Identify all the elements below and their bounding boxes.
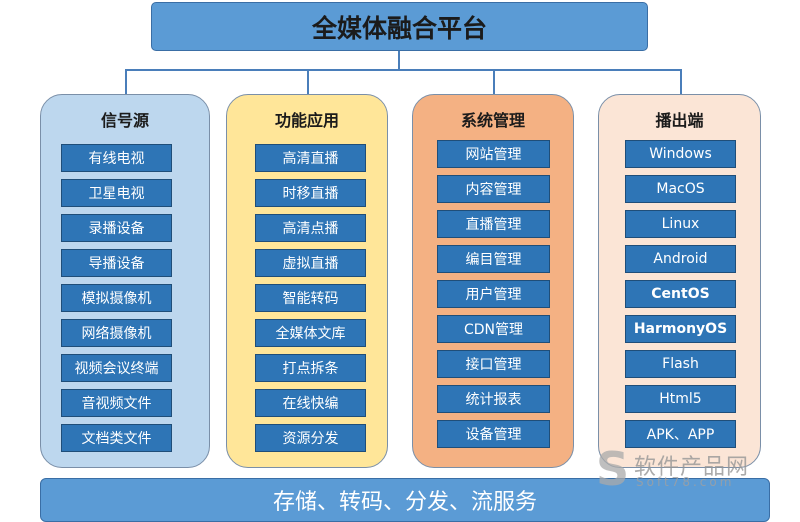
item-box: 智能转码: [255, 284, 366, 312]
item-box: CDN管理: [437, 315, 550, 343]
platform-title: 全媒体融合平台: [151, 2, 648, 51]
column-functions: 功能应用 高清直播 时移直播 高清点播 虚拟直播 智能转码 全媒体文库 打点拆条…: [226, 94, 388, 468]
item-box: APK、APP: [625, 420, 736, 448]
item-box: 文档类文件: [61, 424, 172, 452]
item-box: 接口管理: [437, 350, 550, 378]
item-box: 网络摄像机: [61, 319, 172, 347]
item-box: 统计报表: [437, 385, 550, 413]
column-title: 系统管理: [460, 111, 525, 130]
column-title: 功能应用: [274, 111, 339, 130]
column-title: 信号源: [100, 111, 149, 130]
watermark-letter: S: [596, 442, 630, 496]
item-box: 有线电视: [61, 144, 172, 172]
item-box: 用户管理: [437, 280, 550, 308]
column-signal-source: 信号源 有线电视 卫星电视 录播设备 导播设备 模拟摄像机 网络摄像机 视频会议…: [40, 94, 210, 468]
item-box: Html5: [625, 385, 736, 413]
watermark-domain: Soft78.com: [636, 475, 735, 489]
item-box: 打点拆条: [255, 354, 366, 382]
connector-col4: [680, 69, 682, 94]
column-playback-clients: 播出端 Windows MacOS Linux Android CentOS H…: [598, 94, 761, 468]
item-box: MacOS: [625, 175, 736, 203]
column-title: 播出端: [655, 111, 704, 130]
item-box: Linux: [625, 210, 736, 238]
connector-col1: [125, 69, 127, 94]
services-bar: 存储、转码、分发、流服务: [40, 478, 770, 522]
item-box: 卫星电视: [61, 179, 172, 207]
item-box: 网站管理: [437, 140, 550, 168]
item-box: Flash: [625, 350, 736, 378]
connector-horizontal: [125, 69, 681, 71]
item-box: 导播设备: [61, 249, 172, 277]
column-system-management: 系统管理 网站管理 内容管理 直播管理 编目管理 用户管理 CDN管理 接口管理…: [412, 94, 574, 468]
watermark-text: 软件产品网: [634, 455, 750, 480]
item-box: 时移直播: [255, 179, 366, 207]
item-box: 在线快编: [255, 389, 366, 417]
item-box: 高清直播: [255, 144, 366, 172]
connector-trunk: [398, 51, 400, 70]
item-box: 直播管理: [437, 210, 550, 238]
item-box: 设备管理: [437, 420, 550, 448]
connector-col2: [307, 69, 309, 94]
item-box: Android: [625, 245, 736, 273]
item-box: CentOS: [625, 280, 736, 308]
item-box: 录播设备: [61, 214, 172, 242]
item-box: 资源分发: [255, 424, 366, 452]
item-box: 模拟摄像机: [61, 284, 172, 312]
item-box: 编目管理: [437, 245, 550, 273]
item-box: 高清点播: [255, 214, 366, 242]
watermark-logo: S 软件产品网 Soft78.com: [596, 446, 776, 496]
item-box: 内容管理: [437, 175, 550, 203]
item-box: 视频会议终端: [61, 354, 172, 382]
item-box: HarmonyOS: [625, 315, 736, 343]
item-box: Windows: [625, 140, 736, 168]
item-box: 全媒体文库: [255, 319, 366, 347]
connector-col3: [493, 69, 495, 94]
item-box: 音视频文件: [61, 389, 172, 417]
item-box: 虚拟直播: [255, 249, 366, 277]
